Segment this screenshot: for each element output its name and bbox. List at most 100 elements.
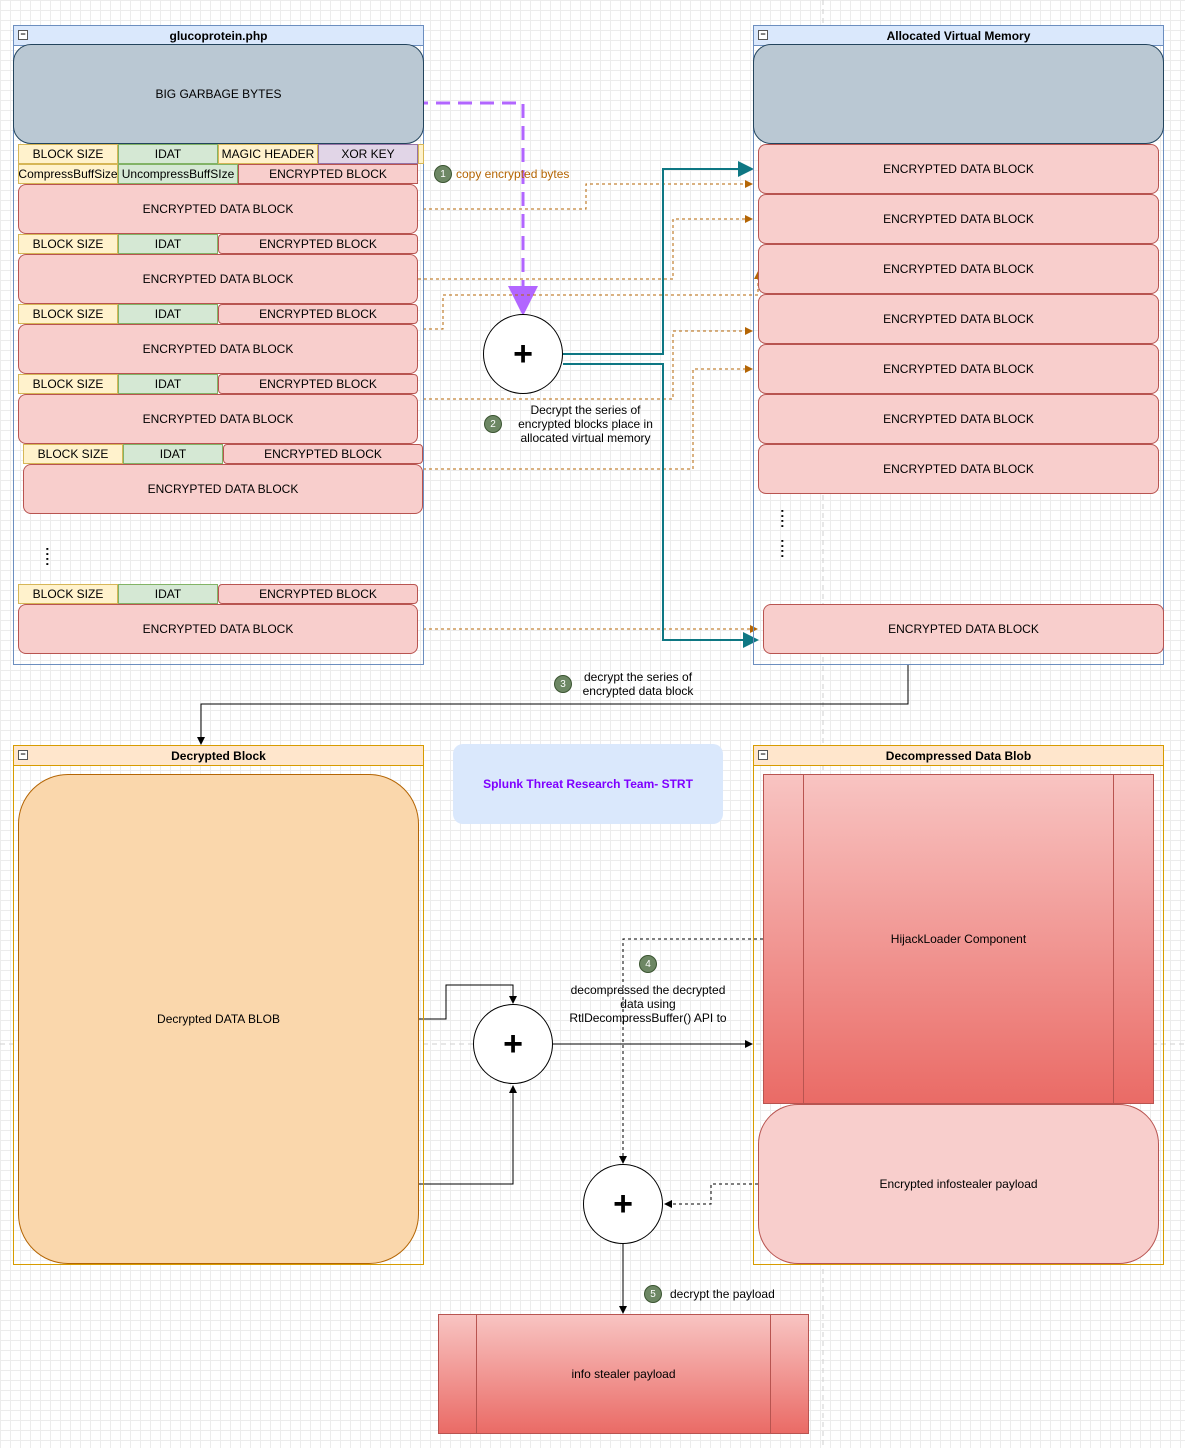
header-block-size-label: BLOCK SIZE <box>32 147 104 161</box>
decrypted-container-header: − Decrypted Block <box>14 746 423 766</box>
header-block-size: BLOCK SIZE <box>18 144 118 164</box>
encrypted-payload-label: Encrypted infostealer payload <box>879 1177 1038 1191</box>
step-2-label: Decrypt the series of encrypted blocks p… <box>518 403 653 445</box>
memory-data-block-label: ENCRYPTED DATA BLOCK <box>883 412 1034 426</box>
file-data-block: ENCRYPTED DATA BLOCK <box>18 254 418 304</box>
collapse-icon[interactable]: − <box>18 30 28 40</box>
file-data-block-label: ENCRYPTED DATA BLOCK <box>142 342 294 356</box>
collapse-icon[interactable]: − <box>18 750 28 760</box>
size-row-encrypted-block-label: ENCRYPTED BLOCK <box>269 167 387 181</box>
payload-operator-circle: + <box>583 1164 663 1244</box>
file-data-block-label: ENCRYPTED DATA BLOCK <box>142 272 294 286</box>
chunk-idat-label: IDAT <box>159 447 187 461</box>
garbage-bytes-block: BIG GARBAGE BYTES <box>13 44 424 144</box>
size-row-encrypted-block: ENCRYPTED BLOCK <box>238 164 418 184</box>
header-idat: IDAT <box>118 144 218 164</box>
collapse-icon[interactable]: − <box>758 750 768 760</box>
memory-data-block-last: ENCRYPTED DATA BLOCK <box>763 604 1164 654</box>
step3-arrow <box>197 664 909 745</box>
chunk-block-size-label: BLOCK SIZE <box>32 587 104 601</box>
step-5-label: decrypt the payload <box>670 1287 775 1301</box>
memory-data-block: ENCRYPTED DATA BLOCK <box>758 344 1159 394</box>
memory-data-block-label: ENCRYPTED DATA BLOCK <box>883 462 1034 476</box>
step-4-label: decompressed the decrypted data using Rt… <box>569 983 727 1025</box>
chunk-encrypted-block-label: ENCRYPTED BLOCK <box>259 587 377 601</box>
memory-data-block-label: ENCRYPTED DATA BLOCK <box>883 212 1034 226</box>
memory-data-block-label: ENCRYPTED DATA BLOCK <box>883 362 1034 376</box>
header-magic: MAGIC HEADER <box>218 144 318 164</box>
file-data-block-label: ENCRYPTED DATA BLOCK <box>142 622 294 636</box>
copy-arrow-3 <box>423 271 762 330</box>
header-xor-key-label: XOR KEY <box>341 147 395 161</box>
uncompress-buff-size: UncompressBuffSIze <box>118 164 238 184</box>
info-stealer-payload-label: info stealer payload <box>571 1367 676 1381</box>
xor-key-arrow <box>366 101 538 316</box>
blob-to-op-arrow-a <box>418 984 517 1020</box>
memory-data-block-label: ENCRYPTED DATA BLOCK <box>888 622 1039 636</box>
decrypt-operator-circle: + <box>483 314 563 394</box>
brand-label: Splunk Threat Research Team- STRT <box>483 777 693 791</box>
compress-buff-size: CompressBuffSize <box>18 164 118 184</box>
memory-data-block: ENCRYPTED DATA BLOCK <box>758 194 1159 244</box>
chunk-encrypted-block: ENCRYPTED BLOCK <box>223 444 423 464</box>
file-data-block-label: ENCRYPTED DATA BLOCK <box>147 482 299 496</box>
decompressed-container: − Decompressed Data Blob <box>753 745 1164 1265</box>
memory-data-block: ENCRYPTED DATA BLOCK <box>758 444 1159 494</box>
file-container-title: glucoprotein.php <box>169 28 268 43</box>
step-1-label: copy encrypted bytes <box>456 167 570 181</box>
decrypted-container: − Decrypted Block <box>13 745 424 1265</box>
component-to-op-arrow <box>619 938 763 1164</box>
chunk-idat: IDAT <box>118 304 218 324</box>
file-data-block: ENCRYPTED DATA BLOCK <box>18 604 418 654</box>
chunk-encrypted-block: ENCRYPTED BLOCK <box>218 304 418 324</box>
chunk-idat: IDAT <box>118 584 218 604</box>
memory-data-block: ENCRYPTED DATA BLOCK <box>758 294 1159 344</box>
chunk-encrypted-block: ENCRYPTED BLOCK <box>218 584 418 604</box>
step-1-badge: 1 <box>434 165 452 183</box>
chunk-encrypted-block-label: ENCRYPTED BLOCK <box>264 447 382 461</box>
plus-icon: + <box>513 335 533 373</box>
copy-arrow-5 <box>423 365 753 470</box>
collapse-icon[interactable]: − <box>758 30 768 40</box>
chunk-block-size: BLOCK SIZE <box>18 584 118 604</box>
garbage-bytes-label: BIG GARBAGE BYTES <box>155 87 282 101</box>
header-idat-label: IDAT <box>154 147 182 161</box>
header-spacer <box>418 144 424 164</box>
brand-label-box: Splunk Threat Research Team- STRT <box>453 744 723 824</box>
chunk-block-size: BLOCK SIZE <box>23 444 123 464</box>
chunk-encrypted-block-label: ENCRYPTED BLOCK <box>259 237 377 251</box>
copy-arrow-1 <box>423 180 753 210</box>
chunk-encrypted-block: ENCRYPTED BLOCK <box>218 374 418 394</box>
memory-ellipsis: :: :: <box>780 504 785 560</box>
chunk-encrypted-block-label: ENCRYPTED BLOCK <box>259 307 377 321</box>
memory-container-title: Allocated Virtual Memory <box>886 28 1031 43</box>
memory-data-block: ENCRYPTED DATA BLOCK <box>758 144 1159 194</box>
decompressed-container-title: Decompressed Data Blob <box>885 748 1032 763</box>
step-2-badge: 2 <box>484 415 502 433</box>
header-xor-key: XOR KEY <box>318 144 418 164</box>
file-data-block: ENCRYPTED DATA BLOCK <box>23 464 423 514</box>
memory-data-block: ENCRYPTED DATA BLOCK <box>758 394 1159 444</box>
chunk-block-size-label: BLOCK SIZE <box>32 377 104 391</box>
chunk-idat-label: IDAT <box>154 587 182 601</box>
chunk-idat: IDAT <box>118 234 218 254</box>
chunk-encrypted-block: ENCRYPTED BLOCK <box>218 234 418 254</box>
process-divider <box>803 775 804 1103</box>
chunk-block-size-label: BLOCK SIZE <box>32 237 104 251</box>
decrypt-arrow-top <box>563 161 754 355</box>
file-container-header: − glucoprotein.php <box>14 26 423 46</box>
file-ellipsis: :: <box>45 542 50 568</box>
chunk-idat-label: IDAT <box>154 307 182 321</box>
chunk-block-size: BLOCK SIZE <box>18 234 118 254</box>
memory-container: − Allocated Virtual Memory <box>753 25 1164 665</box>
plus-icon: + <box>503 1025 523 1063</box>
memory-data-block-label: ENCRYPTED DATA BLOCK <box>883 262 1034 276</box>
chunk-idat-label: IDAT <box>154 377 182 391</box>
chunk-idat: IDAT <box>118 374 218 394</box>
file-data-block-label: ENCRYPTED DATA BLOCK <box>142 202 294 216</box>
memory-data-block: ENCRYPTED DATA BLOCK <box>758 244 1159 294</box>
decrypted-blob: Decrypted DATA BLOB <box>18 774 419 1264</box>
header-magic-label: MAGIC HEADER <box>221 147 315 161</box>
copy-arrow-2 <box>418 215 753 280</box>
